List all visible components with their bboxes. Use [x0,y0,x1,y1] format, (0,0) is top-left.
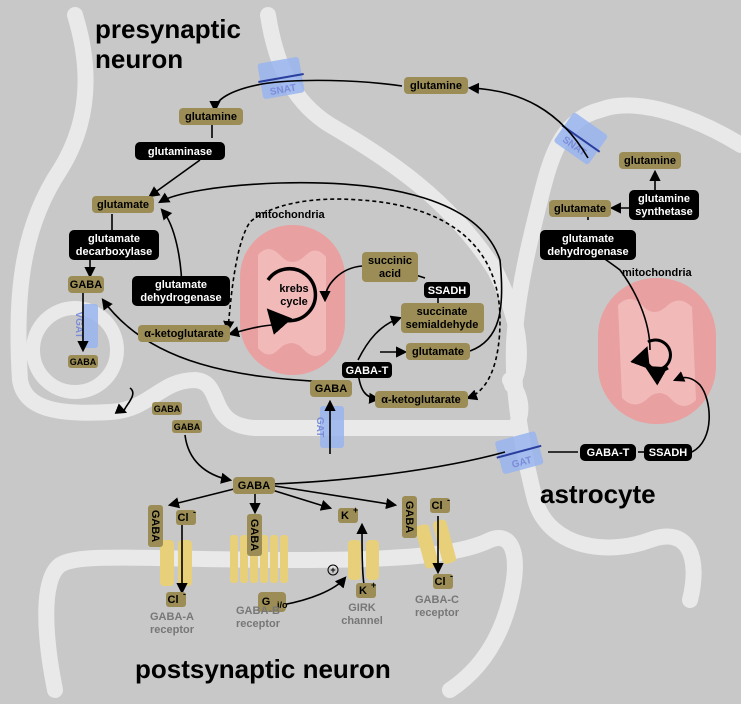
svg-text:-: - [193,507,196,517]
girk-caption: GIRK [348,602,376,614]
krebs-label: krebs [279,283,308,295]
svg-text:+: + [353,505,358,515]
gaba-cleft-main-label: GABA [238,480,270,492]
krebs-label: cycle [280,296,308,308]
g-protein-subscript: i/o [277,600,288,610]
glutamate-decarboxylase-label: glutamate [88,233,140,245]
presynaptic-title-line1: presynaptic [95,14,241,44]
ssadh-label: SSADH [649,447,688,459]
alpha-ketoglutarate-label: α-ketoglutarate [144,328,224,340]
glutamine-label: glutamine [185,111,237,123]
activation-plus-icon: + [330,565,335,575]
glutaminase-label: glutaminase [148,146,212,158]
glutamate-label: glutamate [554,203,606,215]
chloride-ion-label: Cl [178,512,189,524]
gaba-c-caption: receptor [415,607,460,619]
svg-text:-: - [450,571,453,581]
succinic-acid-label: acid [379,268,401,280]
transporters: SNAT SNAT VGAT GAT GAT [73,57,608,474]
girk-caption: channel [341,615,383,627]
g-protein-label: G [262,596,271,608]
gaba-t-label: GABA-T [346,365,389,377]
gaba-b-receptor [230,535,288,583]
presynaptic-title-line2: neuron [95,44,183,74]
astrocyte-membrane [505,97,741,608]
glutamate-label: glutamate [97,199,149,211]
glutamine-label: glutamine [410,80,462,92]
enzymes: glutaminase glutamate decarboxylase glut… [69,142,699,461]
gaba-t-label: GABA-T [587,447,630,459]
krebs-cycle-icon [266,266,318,335]
gat-transporter-presynaptic: GAT [314,406,344,448]
snat-label: SNAT [269,83,297,98]
svg-text:-: - [447,495,450,505]
gaba-a-caption: receptor [150,624,195,636]
glutamate-dehydrogenase-label: dehydrogenase [547,246,628,258]
svg-text:-: - [183,589,186,599]
chloride-ion-label: Cl [435,576,446,588]
potassium-ion-label: K [341,510,349,522]
gaba-c-caption: GABA-C [415,594,459,606]
glutamine-synthetase-label: glutamine [638,193,690,205]
succinic-acid-label: succinic [368,255,412,267]
succinate-semialdehyde-label: succinate [417,306,468,318]
gat-label: GAT [314,417,325,437]
succinate-semialdehyde-label: semialdehyde [406,319,479,331]
snat-transporter-presynaptic: SNAT [257,57,305,99]
gaba-receptor-b-label: GABA [248,519,260,551]
gaba-receptor-a-label: GABA [149,510,161,542]
mitochondrion-astrocyte [598,278,716,424]
glutamate-decarboxylase-label: decarboxylase [76,246,152,258]
chloride-ion-label: Cl [168,594,179,606]
gaba-receptor-c-label: GABA [403,501,415,533]
receptor-captions: GABA-A receptor GABA-B receptor GIRK cha… [150,594,460,636]
gaba-vesicle-label: GABA [70,357,97,367]
ions: Cl - Cl - K + K + Cl - Cl - G i/o + [166,495,453,612]
gaba-cleft-label: GABA [154,404,181,414]
gat-transporter-astrocyte: GAT [495,431,544,474]
glutamate-dehydrogenase-label: glutamate [562,233,614,245]
glutamate-label: glutamate [412,346,464,358]
gaba-a-caption: GABA-A [150,611,194,623]
gaba-cleft-label: GABA [174,422,201,432]
receptors [160,519,456,586]
ssadh-label: SSADH [428,285,467,297]
mitochondria-label: mitochondria [255,209,326,221]
gaba-label: GABA [315,383,347,395]
metabolites: glutamine glutamine glutamate GABA GABA … [68,77,681,556]
synaptic-vesicle [26,301,124,399]
glutamate-dehydrogenase-label: dehydrogenase [140,292,221,304]
astrocyte-title: astrocyte [540,479,656,509]
gaba-b-caption: GABA-B [236,605,280,617]
gaba-b-caption: receptor [236,618,281,630]
svg-text:+: + [371,580,376,590]
mitochondria-label: mitochondria [622,267,693,279]
presynaptic-membrane-left [10,7,529,436]
glutamine-label: glutamine [624,155,676,167]
pathway-arrows [77,79,710,606]
astro-cycle-icon [630,338,672,386]
glutamine-synthetase-label: synthetase [635,206,692,218]
alpha-ketoglutarate-label: α-ketoglutarate [381,394,461,406]
gaba-label: GABA [70,279,102,291]
girk-channel [348,540,379,580]
postsynaptic-title: postsynaptic neuron [135,654,391,684]
chloride-ion-label: Cl [432,500,443,512]
potassium-ion-label: K [359,585,367,597]
glutamate-dehydrogenase-label: glutamate [155,279,207,291]
vgat-label: VGAT [73,311,84,338]
vgat-transporter: VGAT [73,304,98,348]
gat-label: GAT [511,455,534,471]
